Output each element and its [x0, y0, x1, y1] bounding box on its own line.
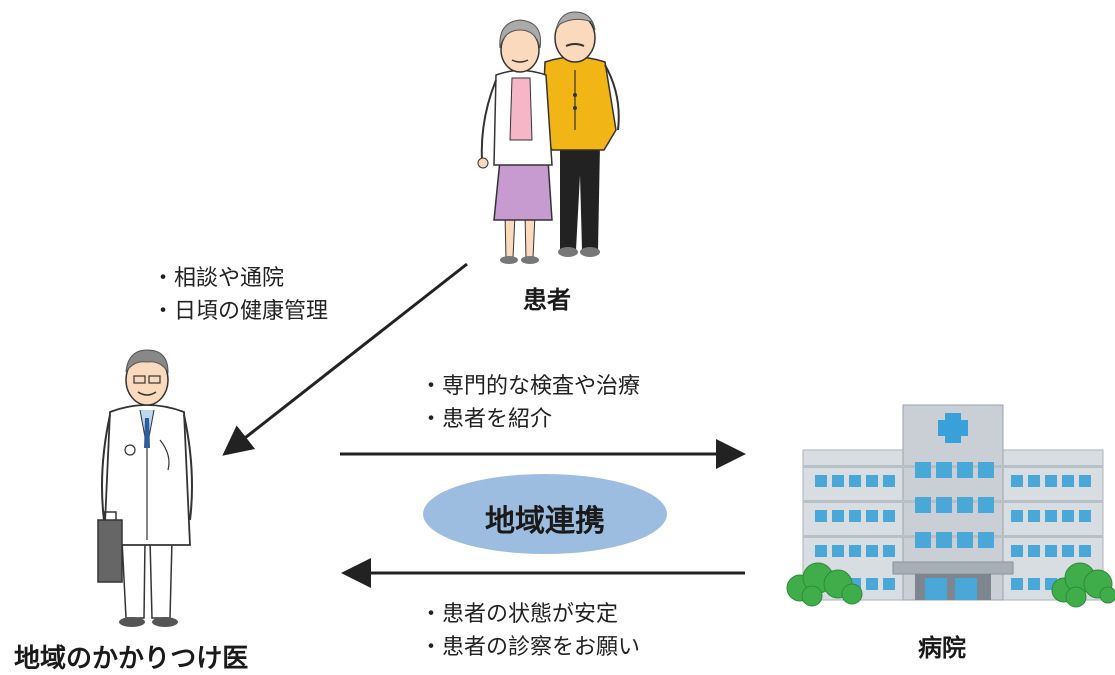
- doctor-to-hospital-notes: ・専門的な検査や治療 ・患者を紹介: [420, 370, 640, 436]
- note-line: ・日頃の健康管理: [152, 299, 329, 324]
- hospital-illustration: [786, 404, 1115, 608]
- patient-label: 患者: [523, 286, 571, 314]
- elderly-man-figure: [541, 11, 620, 257]
- arrow-patient-to-doctor: [222, 262, 468, 456]
- note-line: ・専門的な検査や治療: [420, 374, 641, 399]
- center-label: 地域連携: [485, 504, 605, 539]
- patient-to-doctor-notes: ・相談や通院 ・日頃の健康管理: [152, 262, 328, 328]
- doctor-label: 地域のかかりつけ医: [14, 644, 249, 674]
- elderly-woman-figure: [477, 19, 553, 264]
- note-line: ・相談や通院: [152, 266, 285, 291]
- note-line: ・患者の診察をお願い: [420, 635, 641, 660]
- center-ellipse: [423, 474, 667, 554]
- note-line: ・患者の状態が安定: [420, 602, 619, 627]
- patient-couple-illustration: [477, 11, 620, 264]
- hospital-label: 病院: [918, 634, 966, 662]
- note-line: ・患者を紹介: [420, 407, 553, 432]
- hospital-to-doctor-notes: ・患者の状態が安定 ・患者の診察をお願い: [420, 598, 640, 664]
- doctor-illustration: [97, 349, 193, 627]
